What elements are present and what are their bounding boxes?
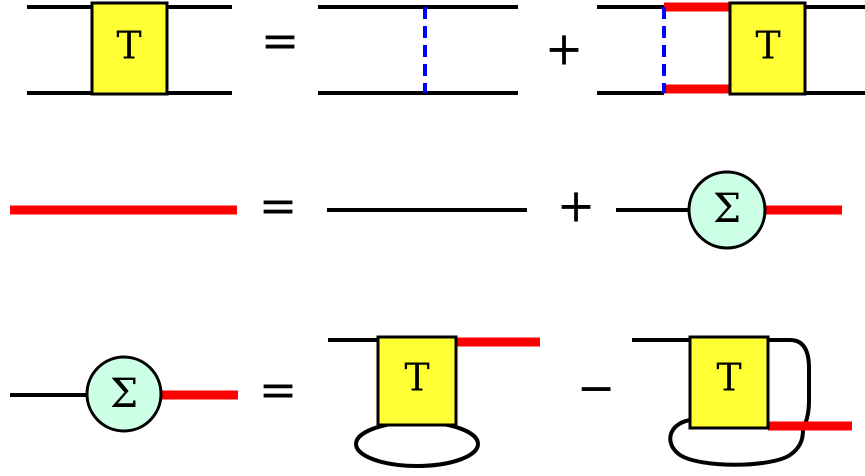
t-matrix-box <box>728 1 807 96</box>
fock-term: T <box>632 335 852 467</box>
t-matrix-label: T <box>116 24 141 68</box>
t-matrix-label: T <box>404 356 429 400</box>
row-self-energy-equation: Σ = T − T <box>10 335 852 468</box>
t-matrix-box <box>90 1 169 96</box>
exchange-loop <box>768 338 811 430</box>
t-matrix-box <box>688 335 770 430</box>
equals-sign: = <box>259 363 298 417</box>
lhs-t-matrix: T <box>27 1 232 96</box>
equals-sign: = <box>259 179 298 233</box>
t-matrix-label: T <box>716 356 741 400</box>
row-dyson-equation: = + Σ <box>10 170 842 250</box>
closed-loop <box>668 418 805 467</box>
row-t-matrix-equation: T = + T <box>27 1 865 96</box>
minus-sign: − <box>577 361 616 415</box>
born-term <box>318 5 518 95</box>
t-matrix-box <box>376 335 458 427</box>
plus-sign: + <box>545 22 584 76</box>
plus-sign: + <box>557 179 596 233</box>
t-matrix-label: T <box>755 24 780 68</box>
self-energy-label: Σ <box>110 371 138 417</box>
hartree-term: T <box>328 335 540 468</box>
self-energy-label: Σ <box>713 186 741 232</box>
closed-loop <box>354 420 480 468</box>
lhs-self-energy: Σ <box>10 355 238 433</box>
ladder-term: T <box>597 1 865 96</box>
self-energy-bubble <box>85 355 163 433</box>
self-energy-bubble <box>687 170 767 250</box>
self-energy-insertion: Σ <box>616 170 842 250</box>
equals-sign: = <box>261 14 300 68</box>
